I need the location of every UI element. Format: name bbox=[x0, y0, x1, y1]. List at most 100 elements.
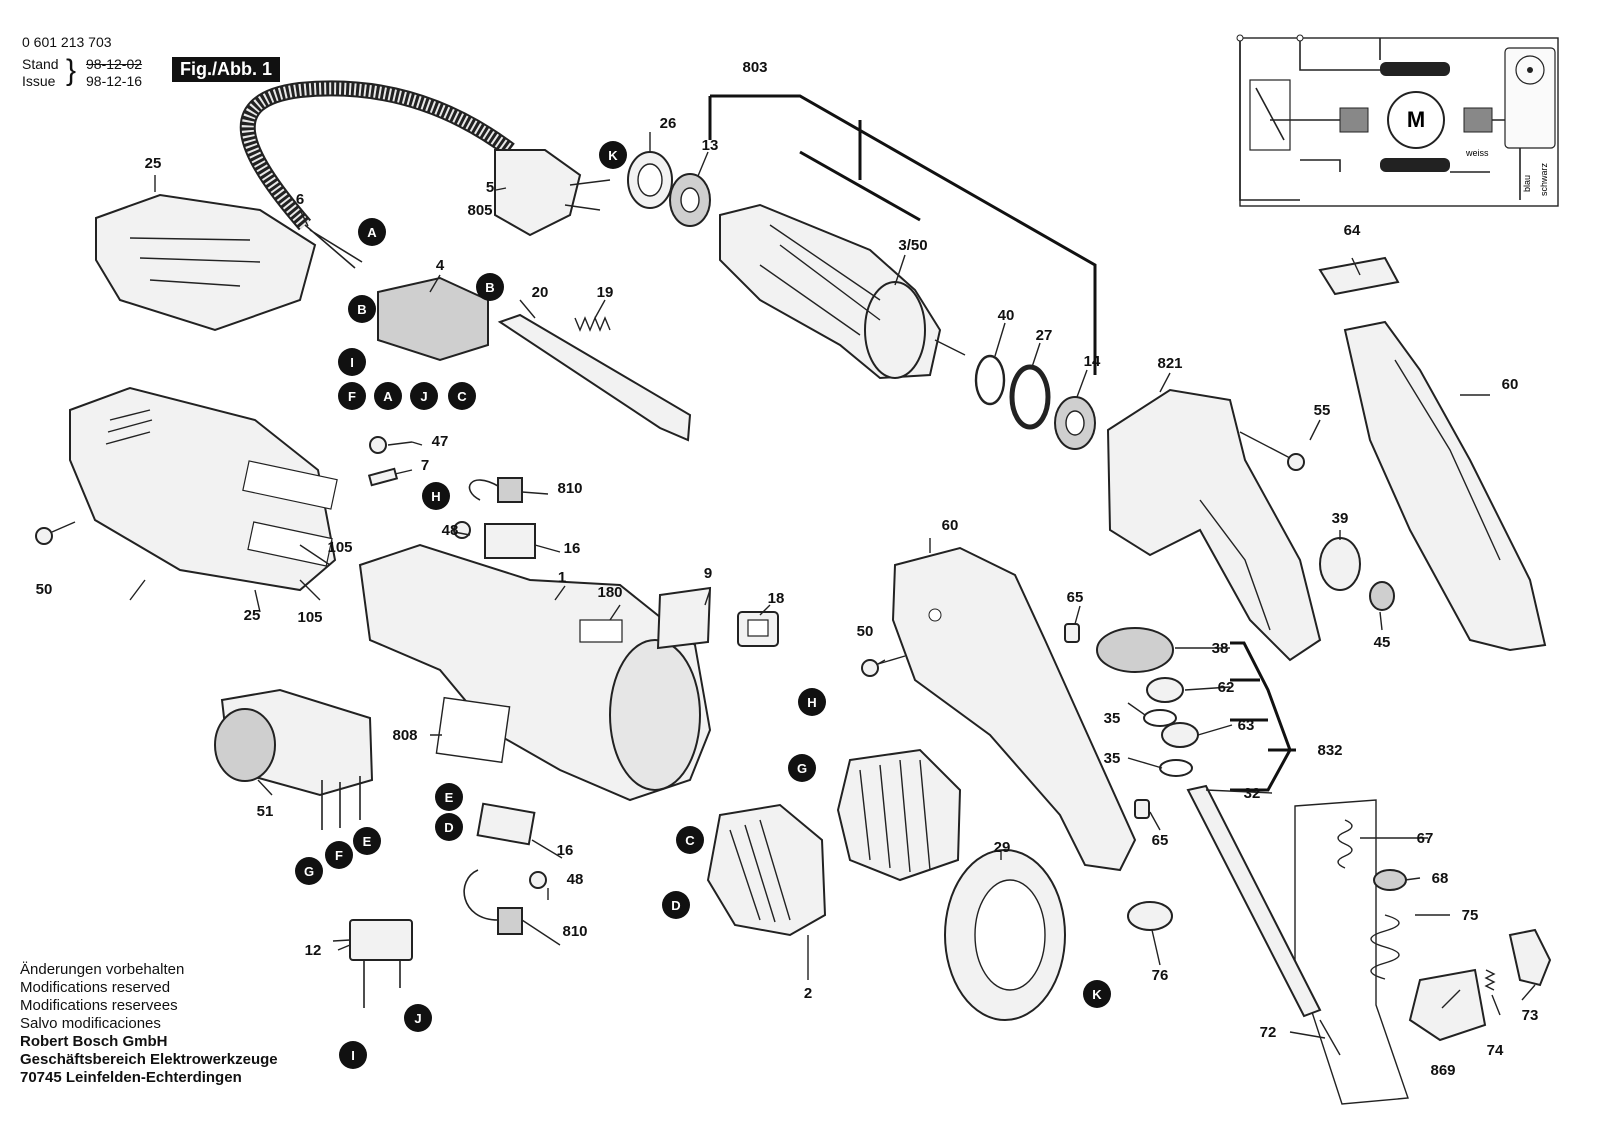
part-16-brush-holder-bottom bbox=[476, 802, 536, 846]
part-label: 105 bbox=[297, 609, 322, 626]
svg-text:J: J bbox=[414, 1011, 421, 1026]
part-label: 105 bbox=[327, 539, 352, 556]
svg-text:K: K bbox=[1092, 987, 1102, 1002]
part-9-label bbox=[656, 586, 712, 650]
part-number: 0 601 213 703 bbox=[22, 34, 112, 50]
part-label: 47 bbox=[432, 433, 449, 450]
part-label: 51 bbox=[257, 803, 274, 820]
part-label: 180 bbox=[597, 584, 622, 601]
company-name: Robert Bosch GmbH bbox=[20, 1033, 168, 1050]
part-label: 32 bbox=[1244, 785, 1261, 802]
part-label: 4 bbox=[436, 257, 445, 274]
part-label: 64 bbox=[1344, 222, 1361, 239]
connection-marker: G bbox=[295, 857, 323, 885]
svg-text:F: F bbox=[335, 848, 343, 863]
part-label: 20 bbox=[532, 284, 549, 301]
svg-text:H: H bbox=[431, 489, 440, 504]
wire-label-black: schwarz bbox=[1539, 162, 1549, 196]
part-label: 27 bbox=[1036, 327, 1053, 344]
connection-marker: H bbox=[422, 482, 450, 510]
part-label: 14 bbox=[1084, 353, 1101, 370]
connection-markers: K A B B I F A J C H H G G F E E D C D K … bbox=[295, 141, 1111, 1069]
part-25-top-housing bbox=[95, 193, 317, 332]
part-label: 29 bbox=[994, 839, 1011, 856]
footer-line: Modifications reserved bbox=[20, 979, 171, 996]
part-label: 803 bbox=[742, 59, 767, 76]
part-35-circlip-bottom bbox=[1159, 759, 1193, 777]
connection-marker: B bbox=[476, 273, 504, 301]
connection-marker: E bbox=[353, 827, 381, 855]
part-label: 5 bbox=[486, 179, 494, 196]
svg-text:H: H bbox=[807, 695, 816, 710]
connection-marker: A bbox=[374, 382, 402, 410]
part-label: 60 bbox=[942, 517, 959, 534]
svg-text:I: I bbox=[351, 1048, 355, 1063]
part-label: 25 bbox=[145, 155, 162, 172]
part-label: 73 bbox=[1522, 1007, 1539, 1024]
part-label: 48 bbox=[567, 871, 584, 888]
part-label: 68 bbox=[1432, 870, 1449, 887]
part-label: 39 bbox=[1332, 510, 1349, 527]
part-label: 821 bbox=[1157, 355, 1182, 372]
wire-label-blue: blau bbox=[1522, 175, 1532, 192]
issue-label: Issue bbox=[22, 73, 56, 89]
part-29-fan-housing bbox=[944, 849, 1066, 1021]
svg-text:J: J bbox=[420, 389, 427, 404]
connection-marker: I bbox=[339, 1041, 367, 1069]
svg-text:I: I bbox=[350, 355, 354, 370]
footer-line: Modifications reservees bbox=[20, 997, 178, 1014]
svg-text:E: E bbox=[445, 790, 454, 805]
part-label: 808 bbox=[392, 727, 417, 744]
connection-marker: F bbox=[338, 382, 366, 410]
part-label: 65 bbox=[1067, 589, 1084, 606]
part-68-nut bbox=[1373, 869, 1407, 891]
part-label: 60 bbox=[1502, 376, 1519, 393]
svg-text:C: C bbox=[685, 833, 695, 848]
part-16-brush-holder-top bbox=[484, 523, 536, 559]
motor-label: M bbox=[1407, 107, 1425, 132]
part-label: 810 bbox=[562, 923, 587, 940]
part-label: 13 bbox=[702, 137, 719, 154]
part-14-bearing bbox=[1054, 396, 1096, 450]
part-label: 6 bbox=[296, 191, 304, 208]
part-74-spring bbox=[1484, 969, 1496, 991]
part-805-plug bbox=[494, 149, 611, 237]
part-63-bearing bbox=[1161, 722, 1199, 748]
part-75-spring bbox=[1370, 914, 1400, 980]
part-label: 19 bbox=[597, 284, 614, 301]
part-label: 63 bbox=[1238, 717, 1255, 734]
issue-date: 98-12-16 bbox=[86, 73, 143, 89]
svg-text:A: A bbox=[383, 389, 393, 404]
wire-label-white: weiss bbox=[1465, 148, 1489, 158]
part-13-bearing bbox=[669, 173, 711, 227]
part-73-clip bbox=[1508, 928, 1552, 987]
part-label: 55 bbox=[1314, 402, 1331, 419]
part-65-pin-top bbox=[1064, 623, 1080, 643]
stand-date: 98-12-02 bbox=[86, 56, 143, 72]
part-62-bearing bbox=[1146, 677, 1184, 703]
svg-text:K: K bbox=[608, 148, 618, 163]
part-869-chuck bbox=[1408, 968, 1487, 1042]
part-2-field-coil bbox=[706, 803, 827, 937]
part-label: 3/50 bbox=[898, 237, 927, 254]
part-label: 75 bbox=[1462, 907, 1479, 924]
part-label: 869 bbox=[1430, 1062, 1455, 1079]
leader-lines bbox=[129, 132, 1536, 1039]
part-810-brush-top bbox=[468, 477, 523, 503]
footer: Änderungen vorbehalten Modifications res… bbox=[20, 961, 278, 1087]
brace-icon: } bbox=[66, 54, 77, 87]
svg-text:G: G bbox=[304, 864, 314, 879]
part-label: 832 bbox=[1317, 742, 1342, 759]
svg-text:F: F bbox=[348, 389, 356, 404]
part-label: 16 bbox=[564, 540, 581, 557]
part-6-power-cord bbox=[239, 80, 515, 269]
part-label: 810 bbox=[557, 480, 582, 497]
part-label: 67 bbox=[1417, 830, 1434, 847]
part-label: 9 bbox=[704, 565, 712, 582]
part-12-capacitor bbox=[349, 919, 413, 1008]
part-3-armature bbox=[719, 203, 966, 380]
part-label: 74 bbox=[1487, 1042, 1504, 1059]
part-65-pin-bottom bbox=[1134, 799, 1150, 819]
figure-label: Fig./Abb. 1 bbox=[172, 57, 280, 82]
